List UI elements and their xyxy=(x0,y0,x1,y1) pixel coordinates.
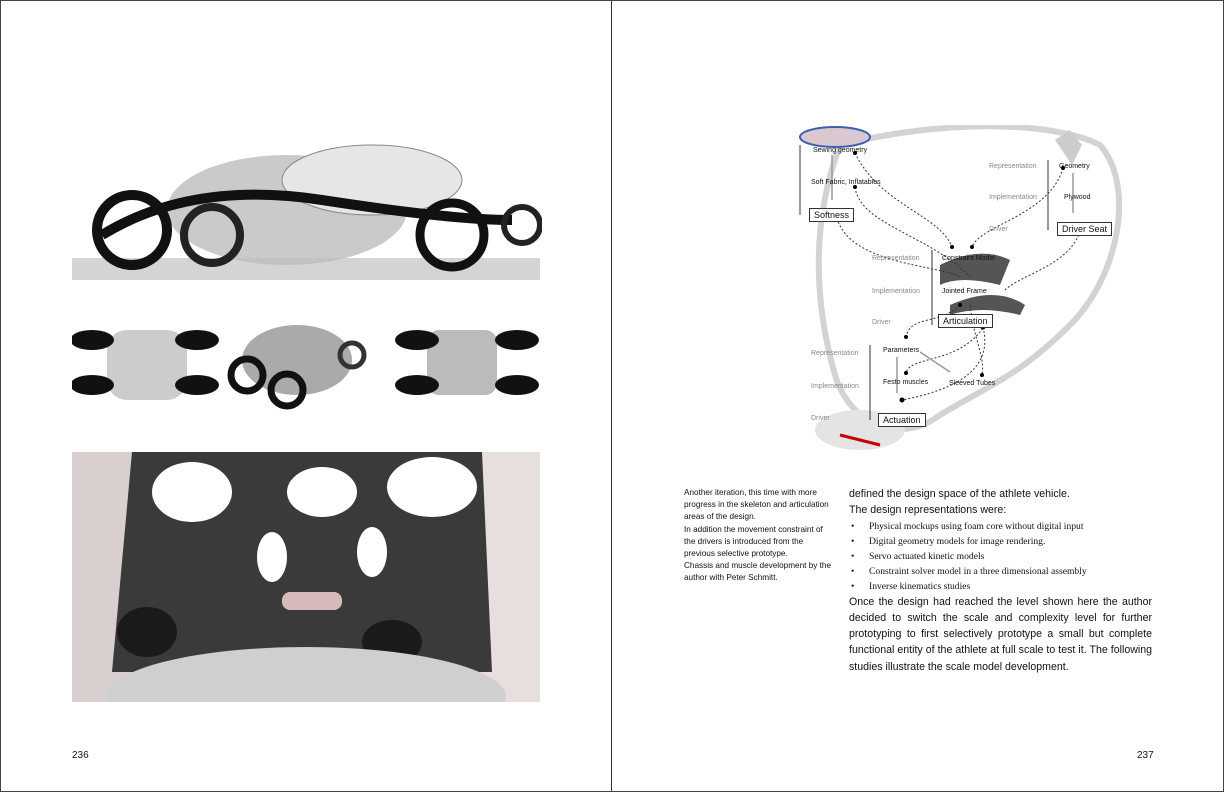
page-number-right: 237 xyxy=(1137,750,1154,761)
driver-seat-node: Driver Seat xyxy=(1057,222,1113,236)
act-implementation-a: Festo muscles xyxy=(883,379,929,386)
list-item: Inverse kinematics studies xyxy=(849,579,1152,594)
art-label-representation: Representation xyxy=(872,255,920,262)
body-text: defined the design space of the athlete … xyxy=(849,486,1152,675)
vehicle-side-render xyxy=(72,144,542,280)
vehicle-three-views xyxy=(72,325,539,410)
design-space-diagram xyxy=(799,125,1122,450)
body-closing: Once the design had reached the level sh… xyxy=(849,595,1152,673)
actuation-node: Actuation xyxy=(878,413,926,427)
act-label-driver: Driver xyxy=(811,415,830,422)
figure-caption: Another iteration, this time with more p… xyxy=(684,487,834,585)
act-label-representation: Representation xyxy=(811,350,859,357)
seat-label-representation: Representation xyxy=(989,163,1037,170)
list-item: Servo actuated kinetic models xyxy=(849,549,1152,564)
art-label-driver: Driver xyxy=(872,319,891,326)
seat-representation: Geometry xyxy=(1059,163,1090,170)
list-item: Digital geometry models for image render… xyxy=(849,534,1152,549)
articulation-node: Articulation xyxy=(938,314,993,328)
art-representation: Constraint Model xyxy=(942,255,995,262)
vehicle-underside-render xyxy=(72,452,540,702)
representation-list: Physical mockups using foam core without… xyxy=(849,519,1152,594)
art-implementation: Jointed Frame xyxy=(942,288,987,295)
act-label-implementation: Implementation xyxy=(811,383,859,390)
body-intro: defined the design space of the athlete … xyxy=(849,488,1070,500)
caption-line: In addition the movement constraint of t… xyxy=(684,524,823,559)
act-representation: Parameters xyxy=(883,347,920,354)
caption-line: Another iteration, this time with more p… xyxy=(684,488,829,522)
seat-implementation: Plywood xyxy=(1064,194,1091,201)
list-item: Physical mockups using foam core without… xyxy=(849,519,1152,534)
page-number-left: 236 xyxy=(72,750,89,761)
softness-node: Softness xyxy=(809,208,855,222)
body-intro: The design representations were: xyxy=(849,504,1007,517)
seat-label-implementation: Implementation xyxy=(989,194,1037,201)
book-spine xyxy=(611,0,612,792)
act-implementation-b: Sleeved Tubes xyxy=(949,380,996,387)
caption-line: Chassis and muscle development by the au… xyxy=(684,561,831,583)
softness-representation: Sewing geometry xyxy=(813,147,868,154)
seat-label-driver: Driver xyxy=(989,226,1008,233)
softness-implementation: Soft Fabric, Inflatables xyxy=(811,179,881,186)
list-item: Constraint solver model in a three dimen… xyxy=(849,564,1152,579)
art-label-implementation: Implementation xyxy=(872,288,920,295)
